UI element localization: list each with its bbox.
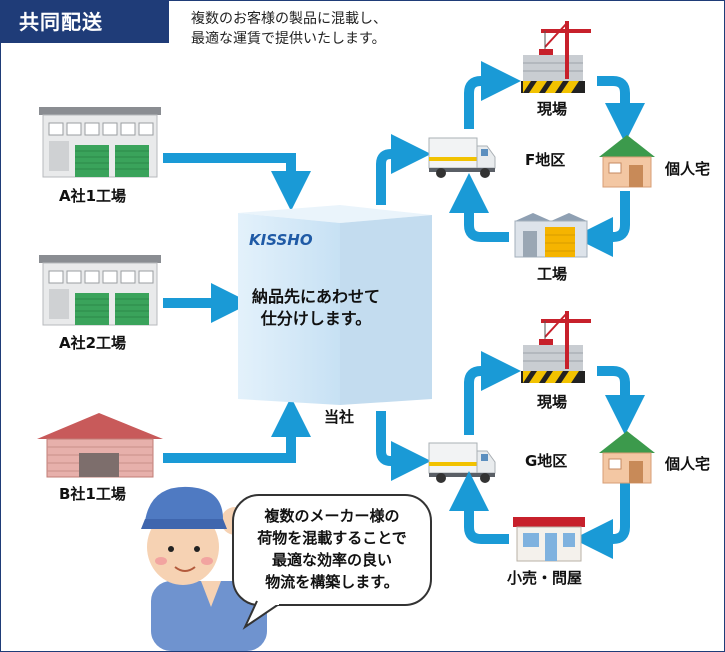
g-loop-arrows (449, 351, 645, 559)
truck-g-icon (428, 442, 496, 483)
kissho-center-box: KISSHO (238, 205, 432, 405)
f-loop-arrows (449, 61, 645, 257)
factory-a1-icon (39, 107, 161, 178)
factory-a1-label: A社1工場 (59, 187, 127, 205)
small-factory-f-icon (514, 213, 588, 258)
f-region-label: F地区 (525, 151, 566, 169)
header-badge: 共同配送 (1, 1, 169, 43)
g-home-label: 個人宅 (665, 455, 711, 473)
construction-site-g-icon (521, 311, 591, 383)
house-f-icon (599, 135, 655, 188)
construction-site-f-icon (521, 21, 591, 93)
truck-f-icon (428, 137, 496, 178)
speech-line-3: 最適な効率の良い (271, 551, 392, 569)
factory-arrows (163, 153, 311, 463)
center-line-2: 仕分けします。 (260, 309, 372, 328)
f-home-label: 個人宅 (665, 160, 711, 178)
center-label: 当社 (324, 408, 355, 426)
factory-b1-icon (37, 413, 163, 478)
header-description: 複数のお客様の製品に混載し、 最適な運賃で提供いたします。 (191, 9, 387, 49)
description-line-1: 複数のお客様の製品に混載し、 (191, 11, 387, 27)
description-line-2: 最適な運賃で提供いたします。 (191, 31, 386, 47)
g-region-label: G地区 (525, 452, 568, 470)
center-arrows (376, 134, 431, 481)
house-g-icon (599, 431, 655, 484)
kissho-logo: KISSHO (249, 231, 313, 249)
factory-a2-label: A社2工場 (59, 334, 127, 352)
g-site-label: 現場 (537, 393, 568, 411)
f-site-label: 現場 (537, 100, 568, 118)
speech-bubble-shape (232, 494, 432, 630)
speech-line-2: 荷物を混載することで (257, 529, 407, 547)
factory-a2-icon (39, 255, 161, 326)
speech-line-4: 物流を構築します。 (265, 573, 399, 591)
shop-g-icon (513, 517, 585, 562)
center-description: 納品先にあわせて 仕分けします。 (241, 286, 391, 330)
g-shop-label: 小売・問屋 (507, 569, 583, 587)
factory-b1-label: B社1工場 (59, 485, 126, 503)
speech-line-1: 複数のメーカー様の (264, 507, 400, 525)
center-line-1: 納品先にあわせて (251, 287, 380, 306)
f-factory-label: 工場 (537, 265, 568, 283)
speech-bubble-text: 複数のメーカー様の 荷物を混載することで 最適な効率の良い 物流を構築します。 (237, 505, 427, 593)
